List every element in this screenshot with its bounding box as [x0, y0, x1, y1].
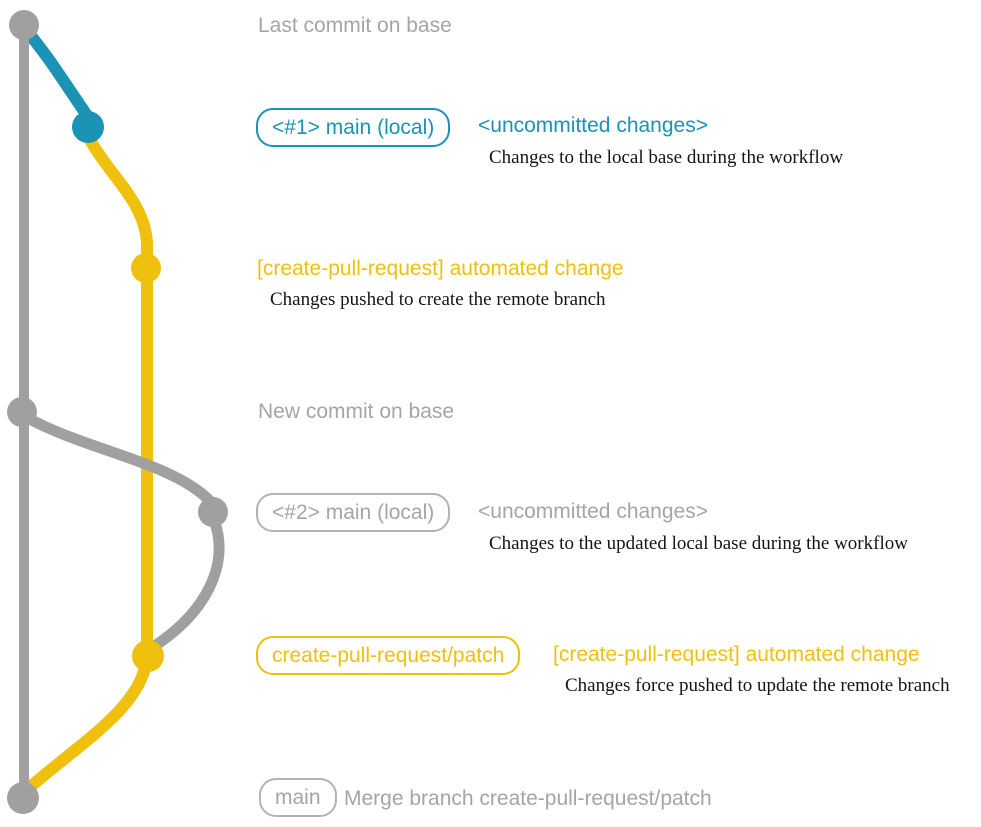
- branch-badge-main-local-1: <#1> main (local): [256, 108, 451, 148]
- patch-branch-edge-upper: [84, 134, 153, 656]
- patch-branch-edge-lower: [22, 658, 152, 795]
- commit-node-patch-1: [131, 253, 161, 283]
- commit-node-base-tip: [9, 10, 39, 40]
- local-main-branch-edge: [20, 24, 92, 120]
- branch-badge-patch: create-pull-request/patch: [256, 636, 521, 676]
- caption-local-base-changes: Changes to the local base during the wor…: [489, 147, 844, 168]
- commit-node-local-main-1: [72, 111, 104, 143]
- commit-message-automated-change-2: [create-pull-request] automated change: [553, 643, 920, 666]
- caption-changes-force-pushed: Changes force pushed to update the remot…: [565, 675, 950, 696]
- rebase-edge: [147, 514, 225, 653]
- commit-node-merge: [7, 782, 39, 814]
- uncommitted-changes-label-1: <uncommitted changes>: [478, 114, 708, 137]
- caption-changes-pushed: Changes pushed to create the remote bran…: [270, 289, 606, 310]
- commit-node-patch-2: [132, 640, 164, 672]
- branch-badge-main-local-2: <#2> main (local): [256, 493, 451, 533]
- last-commit-label: Last commit on base: [258, 14, 452, 37]
- commit-node-new-base: [7, 397, 37, 427]
- new-commit-label: New commit on base: [258, 400, 455, 423]
- commit-node-local-main-2: [198, 497, 228, 527]
- updated-local-main-edge: [20, 411, 216, 507]
- caption-updated-local-base-changes: Changes to the updated local base during…: [489, 533, 908, 554]
- branch-badge-main: main: [259, 778, 337, 818]
- uncommitted-changes-label-2: <uncommitted changes>: [478, 500, 708, 523]
- commit-message-automated-change-1: [create-pull-request] automated change: [257, 257, 624, 280]
- merge-commit-message: Merge branch create-pull-request/patch: [344, 787, 712, 810]
